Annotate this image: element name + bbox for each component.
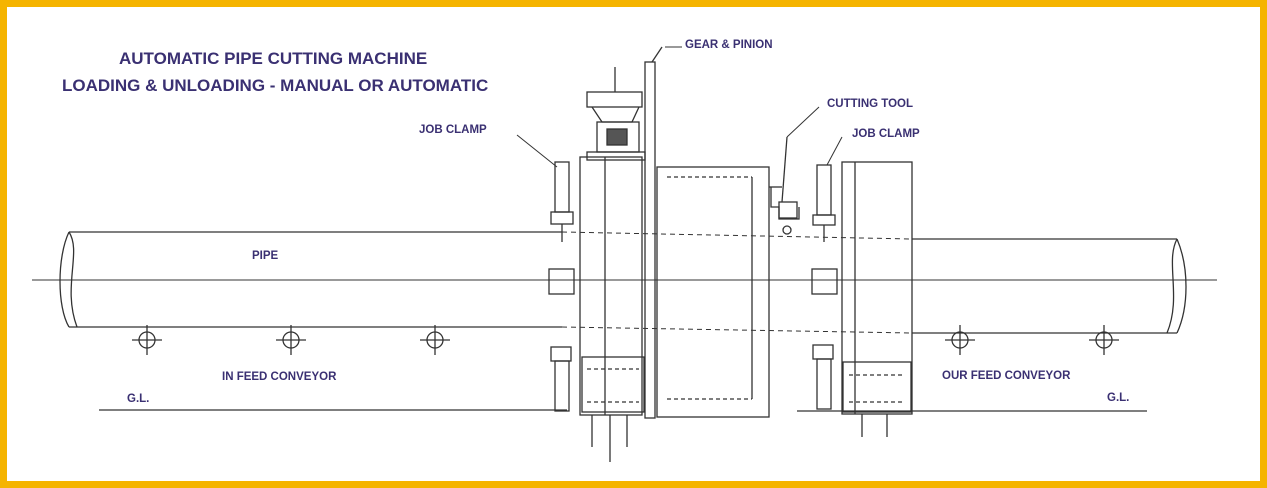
in-feed-rollers (132, 325, 450, 355)
label-pipe: PIPE (252, 250, 279, 262)
cutting-drum (656, 166, 782, 418)
diagram-canvas: AUTOMATIC PIPE CUTTING MACHINE LOADING &… (7, 7, 1260, 481)
pipe-left (59, 231, 562, 328)
leader-lines (516, 46, 843, 168)
title-line-2: LOADING & UNLOADING - MANUAL OR AUTOMATI… (62, 76, 489, 95)
label-job-clamp-right: JOB CLAMP (852, 128, 920, 140)
title-line-1: AUTOMATIC PIPE CUTTING MACHINE (119, 49, 428, 68)
pipe-hidden (561, 231, 913, 334)
label-cutting-tool: CUTTING TOOL (827, 98, 914, 110)
label-job-clamp-left: JOB CLAMP (419, 124, 487, 136)
label-gear-pinion: GEAR & PINION (685, 39, 773, 51)
right-housing (841, 161, 913, 437)
label-in-feed-conveyor: IN FEED CONVEYOR (222, 371, 337, 383)
out-feed-rollers (945, 325, 1119, 355)
label-gl-left: G.L. (127, 393, 150, 405)
pipe-right (912, 238, 1187, 334)
gear-pinion-bar (644, 46, 663, 419)
label-gl-right: G.L. (1107, 392, 1130, 404)
right-clamp-bottom (812, 344, 834, 410)
right-job-clamp (811, 164, 838, 295)
machine-drawing (32, 46, 1217, 462)
left-housing (579, 156, 645, 462)
top-gearbox (586, 67, 646, 161)
left-job-clamp (548, 161, 575, 295)
left-clamp-bottom (550, 346, 572, 412)
label-out-feed-conveyor: OUR FEED CONVEYOR (942, 370, 1071, 382)
cutting-tool (770, 136, 800, 235)
